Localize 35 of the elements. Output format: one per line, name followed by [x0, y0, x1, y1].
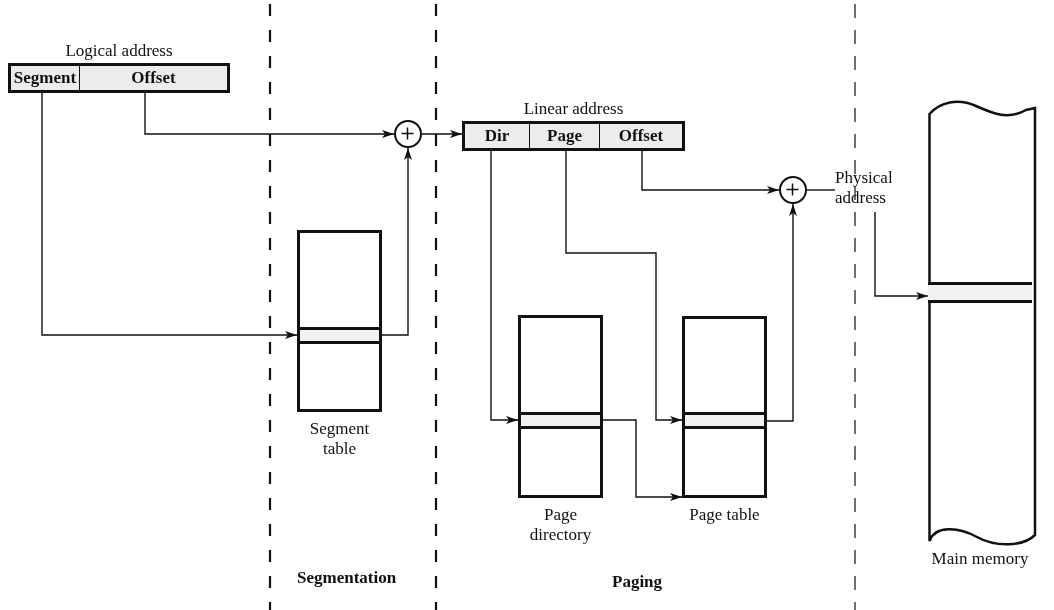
arrow [641, 150, 780, 194]
adder-circle [394, 120, 422, 148]
table-entry-bar [928, 282, 1032, 303]
table-entry-bar [300, 327, 379, 344]
table-entry-bar [685, 412, 764, 429]
address-field [80, 66, 227, 90]
arrow [144, 92, 395, 138]
section-label: Paging [612, 572, 663, 592]
address-field [600, 124, 682, 148]
connector-line [806, 189, 836, 191]
arrow [602, 419, 683, 501]
table-caption: Page directory [528, 505, 593, 545]
arrow [766, 203, 797, 422]
table-caption: Page table [688, 505, 761, 525]
arrow [874, 211, 929, 300]
arrow [421, 130, 463, 138]
arrow [565, 150, 683, 424]
table-entry-bar [521, 412, 600, 429]
section-label: Segmentation [297, 568, 397, 588]
arrow [381, 147, 412, 336]
field-label: Dir [484, 126, 510, 146]
address-label: Physical address [835, 168, 894, 208]
table-caption: Segment table [308, 419, 371, 459]
field-label: Offset [131, 68, 176, 88]
register-heading: Logical address [64, 41, 174, 61]
field-label: Offset [618, 126, 664, 146]
table-caption: Main memory [930, 549, 1030, 569]
arrow [41, 92, 298, 339]
arrow [490, 150, 519, 424]
register-heading: Linear address [522, 99, 625, 119]
address-field [530, 124, 600, 148]
field-label: Page [547, 126, 582, 146]
address-field [465, 124, 530, 148]
adder-circle [779, 176, 807, 204]
field-label: Segment [13, 68, 77, 88]
